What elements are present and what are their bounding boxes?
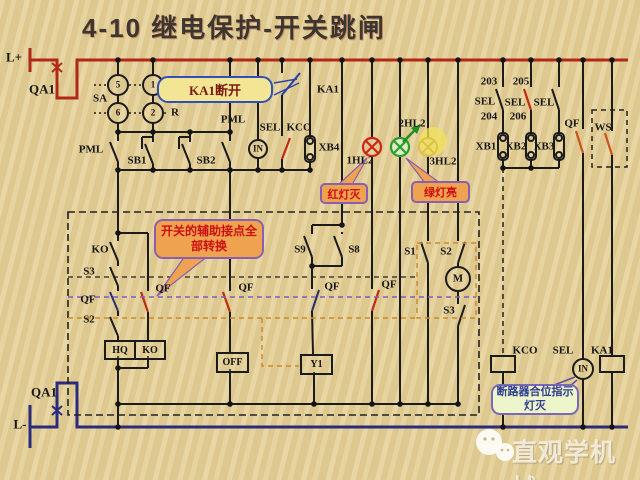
s3-left-label: S3: [83, 265, 95, 278]
y1-coil: Y1: [300, 354, 333, 375]
sa-pos-5: 5: [115, 79, 121, 90]
wire-206-label: 206: [509, 110, 527, 123]
sb2-label: SB2: [196, 154, 216, 167]
sel-top-label: SEL: [259, 121, 281, 134]
wire-205-label: 205: [512, 75, 530, 88]
xb4-label: XB4: [318, 141, 340, 154]
wire-204-label: 204: [480, 110, 498, 123]
ka1-bottom-label: KA1: [591, 344, 613, 357]
s9-label: S9: [294, 243, 306, 256]
remote-label: R: [171, 106, 179, 119]
sa-pos-2: 2: [150, 107, 156, 118]
qf4-label: QF: [381, 278, 397, 291]
qf3-label: QF: [324, 280, 340, 293]
junction-dots: [115, 57, 615, 430]
qf-right-label: QF: [564, 117, 580, 130]
lamp-2hl2-label: 2HL2: [398, 117, 426, 130]
ko-coil: KO: [134, 340, 166, 360]
qa1-top-label: QA1: [29, 81, 55, 97]
sel-a-label: SEL: [474, 95, 496, 108]
in-bottom-label: IN: [577, 363, 589, 374]
in-top-label: IN: [252, 143, 264, 154]
positive-bus: [28, 48, 628, 100]
green-arrow: [402, 124, 421, 143]
s3-right-label: S3: [443, 304, 455, 317]
page-title: 4-10 继电保护-开关跳闸: [82, 13, 386, 43]
pml-mid-label: PML: [220, 113, 246, 126]
sa-pos-1: 1: [150, 79, 156, 90]
wire-203-label: 203: [480, 75, 498, 88]
hq-coil: HQ: [104, 340, 136, 360]
lamp-3hl2-label: 3HL2: [429, 155, 457, 168]
qf1-label: QF: [155, 282, 171, 295]
ka1-contact-label: KA1: [317, 83, 339, 96]
qa1-bottom-label: QA1: [31, 384, 57, 400]
qf2-label: QF: [238, 281, 254, 294]
sel-bottom-label: SEL: [552, 344, 574, 357]
s8-label: S8: [348, 243, 360, 256]
dashed-annotations: [67, 109, 628, 416]
xb1-label: XB1: [475, 140, 497, 153]
xb2-label: XB2: [505, 140, 527, 153]
s1-label: S1: [404, 245, 416, 258]
kco-bottom-label: KCO: [512, 344, 538, 357]
l-minus-label: L-: [13, 416, 27, 432]
pml-left-label: PML: [78, 143, 104, 156]
indicator-lamps: [361, 124, 447, 158]
off-coil: OFF: [216, 352, 249, 373]
red-lamp-1hl2: [361, 136, 383, 158]
s2-right-label: S2: [440, 245, 452, 258]
wechat-icon: [476, 429, 514, 461]
lamp-1hl2-label: 1HL2: [346, 154, 374, 167]
l-plus-label: L+: [5, 49, 23, 65]
callout-green-lamp-on: 绿灯亮: [411, 181, 470, 203]
yellow-lamp-3hl2: [418, 137, 438, 157]
xb3-label: XB3: [533, 140, 555, 153]
ko-contact-label: KO: [91, 243, 109, 256]
callout-aux-contacts: 开关的辅助接点全部转换: [154, 219, 264, 259]
negative-bus: [28, 381, 628, 448]
sel-b-label: SEL: [504, 96, 526, 109]
kco-top-label: KCO: [286, 121, 312, 134]
qf-left-label: QF: [80, 293, 96, 306]
callout-breaker-indicator: 断路器合位指示灯灭: [491, 384, 579, 415]
wiring: [94, 60, 625, 427]
sel-c-label: SEL: [533, 96, 555, 109]
callout-ka1-open: KA1断开: [157, 76, 273, 103]
callout-pointers: [156, 78, 578, 395]
green-lamp-2hl2: [389, 136, 411, 158]
callout-red-lamp-off: 红灯灭: [320, 183, 368, 204]
motor-label: M: [452, 272, 464, 285]
s2-left-label: S2: [83, 313, 95, 326]
sb1-label: SB1: [127, 154, 147, 167]
watermark-text: 直观学机械: [512, 439, 617, 480]
ws-label: WS: [594, 121, 612, 134]
sa-pos-6: 6: [115, 107, 121, 118]
sa-label: SA: [92, 92, 108, 105]
